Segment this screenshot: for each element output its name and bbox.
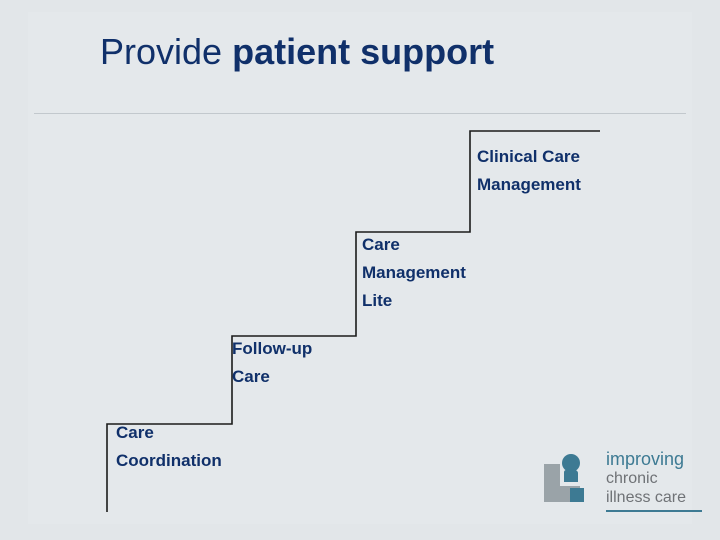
step-label-care-management-lite: Care Management Lite bbox=[362, 235, 466, 310]
page-title-bold: patient support bbox=[232, 31, 495, 72]
step-label-clinical-care-management: Clinical Care Management bbox=[477, 147, 581, 194]
logo-line-2: chronic bbox=[606, 470, 658, 487]
slide-panel bbox=[28, 12, 692, 524]
logo-line-1: improving bbox=[606, 449, 685, 469]
logo-underline bbox=[606, 510, 702, 512]
step-label-follow-up-care: Follow-up Care bbox=[232, 339, 313, 386]
logo-line-3: illness care bbox=[606, 489, 687, 506]
logo: improving chronic illness care bbox=[540, 448, 702, 516]
title-divider bbox=[34, 113, 686, 114]
page-title-light: Provide bbox=[100, 31, 233, 72]
staircase-path bbox=[106, 130, 600, 512]
step-label-care-coordination: Care Coordination bbox=[116, 423, 222, 470]
page-title: Provide patient support bbox=[100, 30, 660, 74]
improving-chronic-illness-care-logo-icon bbox=[544, 454, 584, 502]
logo-text: improving chronic illness care bbox=[606, 450, 706, 507]
